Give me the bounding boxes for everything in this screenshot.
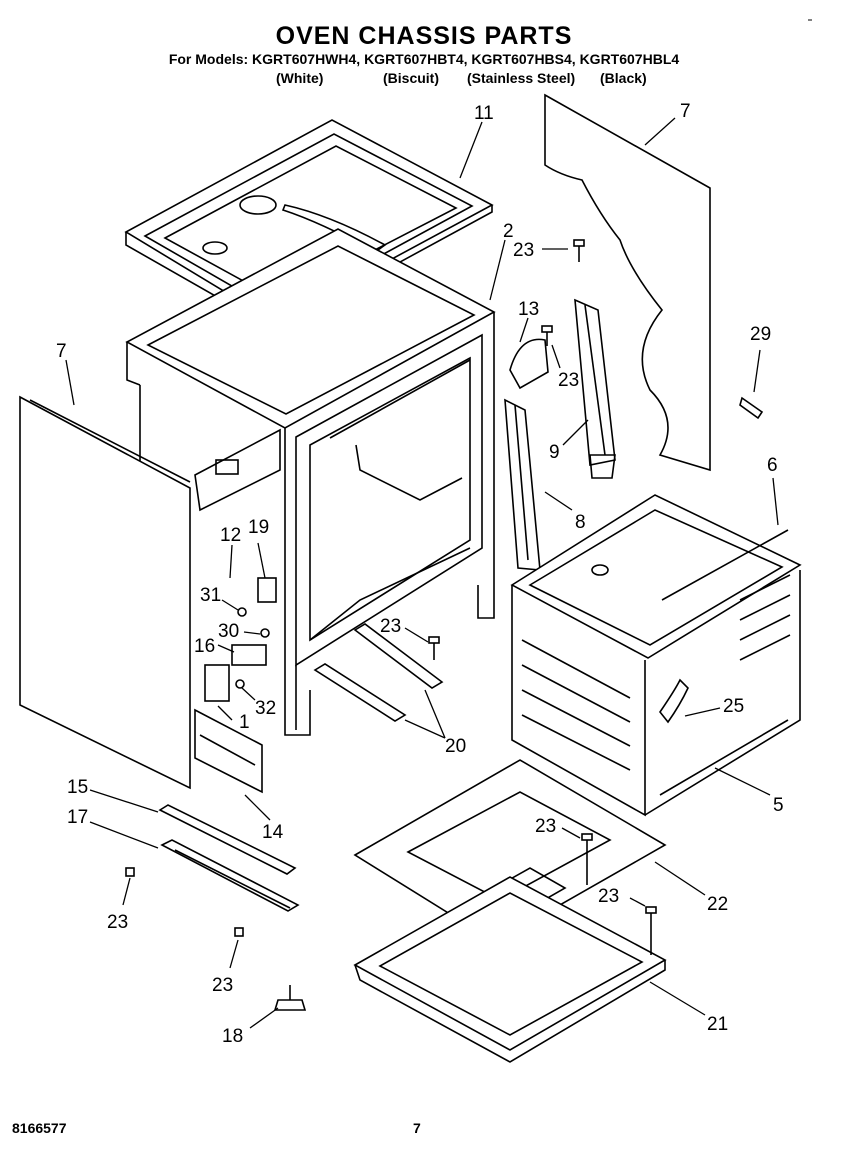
- callout-32: 32: [255, 698, 276, 719]
- callout-22: 22: [707, 894, 728, 915]
- callout-6: 6: [767, 455, 778, 476]
- callout-23-e: 23: [598, 886, 619, 907]
- callout-23-g: 23: [212, 975, 233, 996]
- models-line: For Models: KGRT607HWH4, KGRT607HBT4, KG…: [168, 51, 680, 67]
- color-black: (Black): [600, 70, 647, 86]
- left-side-panel-part: [19, 395, 191, 790]
- callout-25: 25: [723, 696, 744, 717]
- clip-bracket-part: [509, 338, 549, 390]
- valve-components: [204, 577, 277, 702]
- bottom-tray-part: [353, 876, 667, 1063]
- callout-12: 12: [220, 525, 241, 546]
- callout-2: 2: [503, 221, 514, 242]
- callout-23-a: 23: [513, 240, 534, 261]
- callout-23-d: 23: [535, 816, 556, 837]
- doc-number: 8166577: [12, 1120, 67, 1136]
- callout-17: 17: [67, 807, 88, 828]
- callout-18: 18: [222, 1026, 243, 1047]
- callout-15: 15: [67, 777, 88, 798]
- callout-20: 20: [445, 736, 466, 757]
- callout-7-rear: 7: [680, 101, 691, 122]
- callout-13: 13: [518, 299, 539, 320]
- callout-23-f: 23: [107, 912, 128, 933]
- leader-arrows: [65, 117, 779, 1029]
- burner-tube-part: [659, 678, 689, 724]
- callout-7-side: 7: [56, 341, 67, 362]
- side-trim-part: [504, 398, 541, 571]
- oven-cavity-part: [510, 494, 802, 817]
- rear-insulation-part: [544, 93, 711, 472]
- color-stainless: (Stainless Steel): [467, 70, 576, 86]
- callout-19: 19: [248, 517, 269, 538]
- page-number: 7: [413, 1120, 421, 1136]
- leveling-leg-part: [273, 985, 307, 1011]
- callout-16: 16: [194, 636, 215, 657]
- callout-14: 14: [262, 822, 284, 843]
- color-biscuit: (Biscuit): [383, 70, 439, 86]
- screws: [125, 239, 764, 955]
- front-brackets-part: [158, 804, 300, 912]
- callout-5: 5: [773, 795, 784, 816]
- callout-8: 8: [575, 512, 586, 533]
- color-white: (White): [276, 70, 324, 86]
- top-panel-part: [124, 119, 494, 331]
- floor-rails-part: [313, 623, 444, 722]
- callout-1: 1: [239, 712, 250, 733]
- callout-11: 11: [474, 103, 494, 124]
- callout-29: 29: [750, 324, 771, 345]
- oven-frame-part: [125, 228, 496, 736]
- callout-numbers: 11 7 2 23 13 23 29 7 9 6 8 12 19 31 30 1…: [56, 101, 784, 1047]
- callout-9: 9: [549, 442, 560, 463]
- callout-30: 30: [218, 621, 239, 642]
- callout-21: 21: [707, 1014, 728, 1035]
- callout-23-b: 23: [558, 370, 579, 391]
- callout-31: 31: [200, 585, 221, 606]
- vertical-bracket-part: [574, 298, 616, 479]
- control-box-part: [194, 708, 263, 794]
- callout-23-c: 23: [380, 616, 401, 637]
- page-title: OVEN CHASSIS PARTS: [275, 22, 573, 50]
